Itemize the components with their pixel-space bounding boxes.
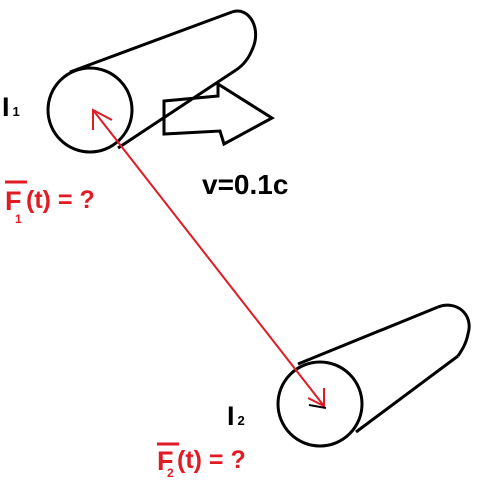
force-1-rest: (t) = ? — [26, 186, 95, 214]
force-2-rest: (t) = ? — [177, 446, 246, 474]
force-2-label: F 2 (t) = ? — [157, 442, 246, 480]
cylinder-1-back-arc — [231, 9, 258, 72]
cylinder-1-top-edge — [69, 10, 233, 74]
cylinder-2-label-letter: I — [227, 401, 235, 431]
cylinder-1-bottom-edge — [117, 68, 237, 150]
cylinder-2-back-arc — [437, 303, 471, 357]
cylinder-2-label-sub: 2 — [238, 413, 245, 428]
cylinder-2-top-edge — [297, 305, 439, 366]
cylinder-2-tick — [308, 404, 327, 409]
arrow-shaft — [92, 109, 325, 407]
cylinder-1-label-sub: 1 — [13, 104, 20, 119]
force-1-label: F 1 (t) = ? — [5, 180, 95, 226]
arrow-head-bottom — [307, 388, 325, 408]
cylinder-2-bottom-edge — [355, 354, 459, 434]
velocity-label: v=0.1c — [202, 169, 288, 200]
arrow-head-top — [92, 108, 113, 130]
double-headed-arrow-icon — [92, 108, 325, 408]
cylinder-2 — [276, 303, 471, 448]
outline-arrow-right-icon — [162, 81, 275, 147]
cylinder-1 — [46, 9, 258, 154]
cylinder-1-label-letter: I — [2, 92, 10, 122]
force-2-sub: 2 — [167, 466, 174, 480]
force-2-letter: F — [157, 446, 174, 476]
cylinder-1-front-face — [46, 66, 134, 154]
force-1-sub: 1 — [15, 212, 22, 226]
force-1-letter: F — [5, 186, 22, 216]
